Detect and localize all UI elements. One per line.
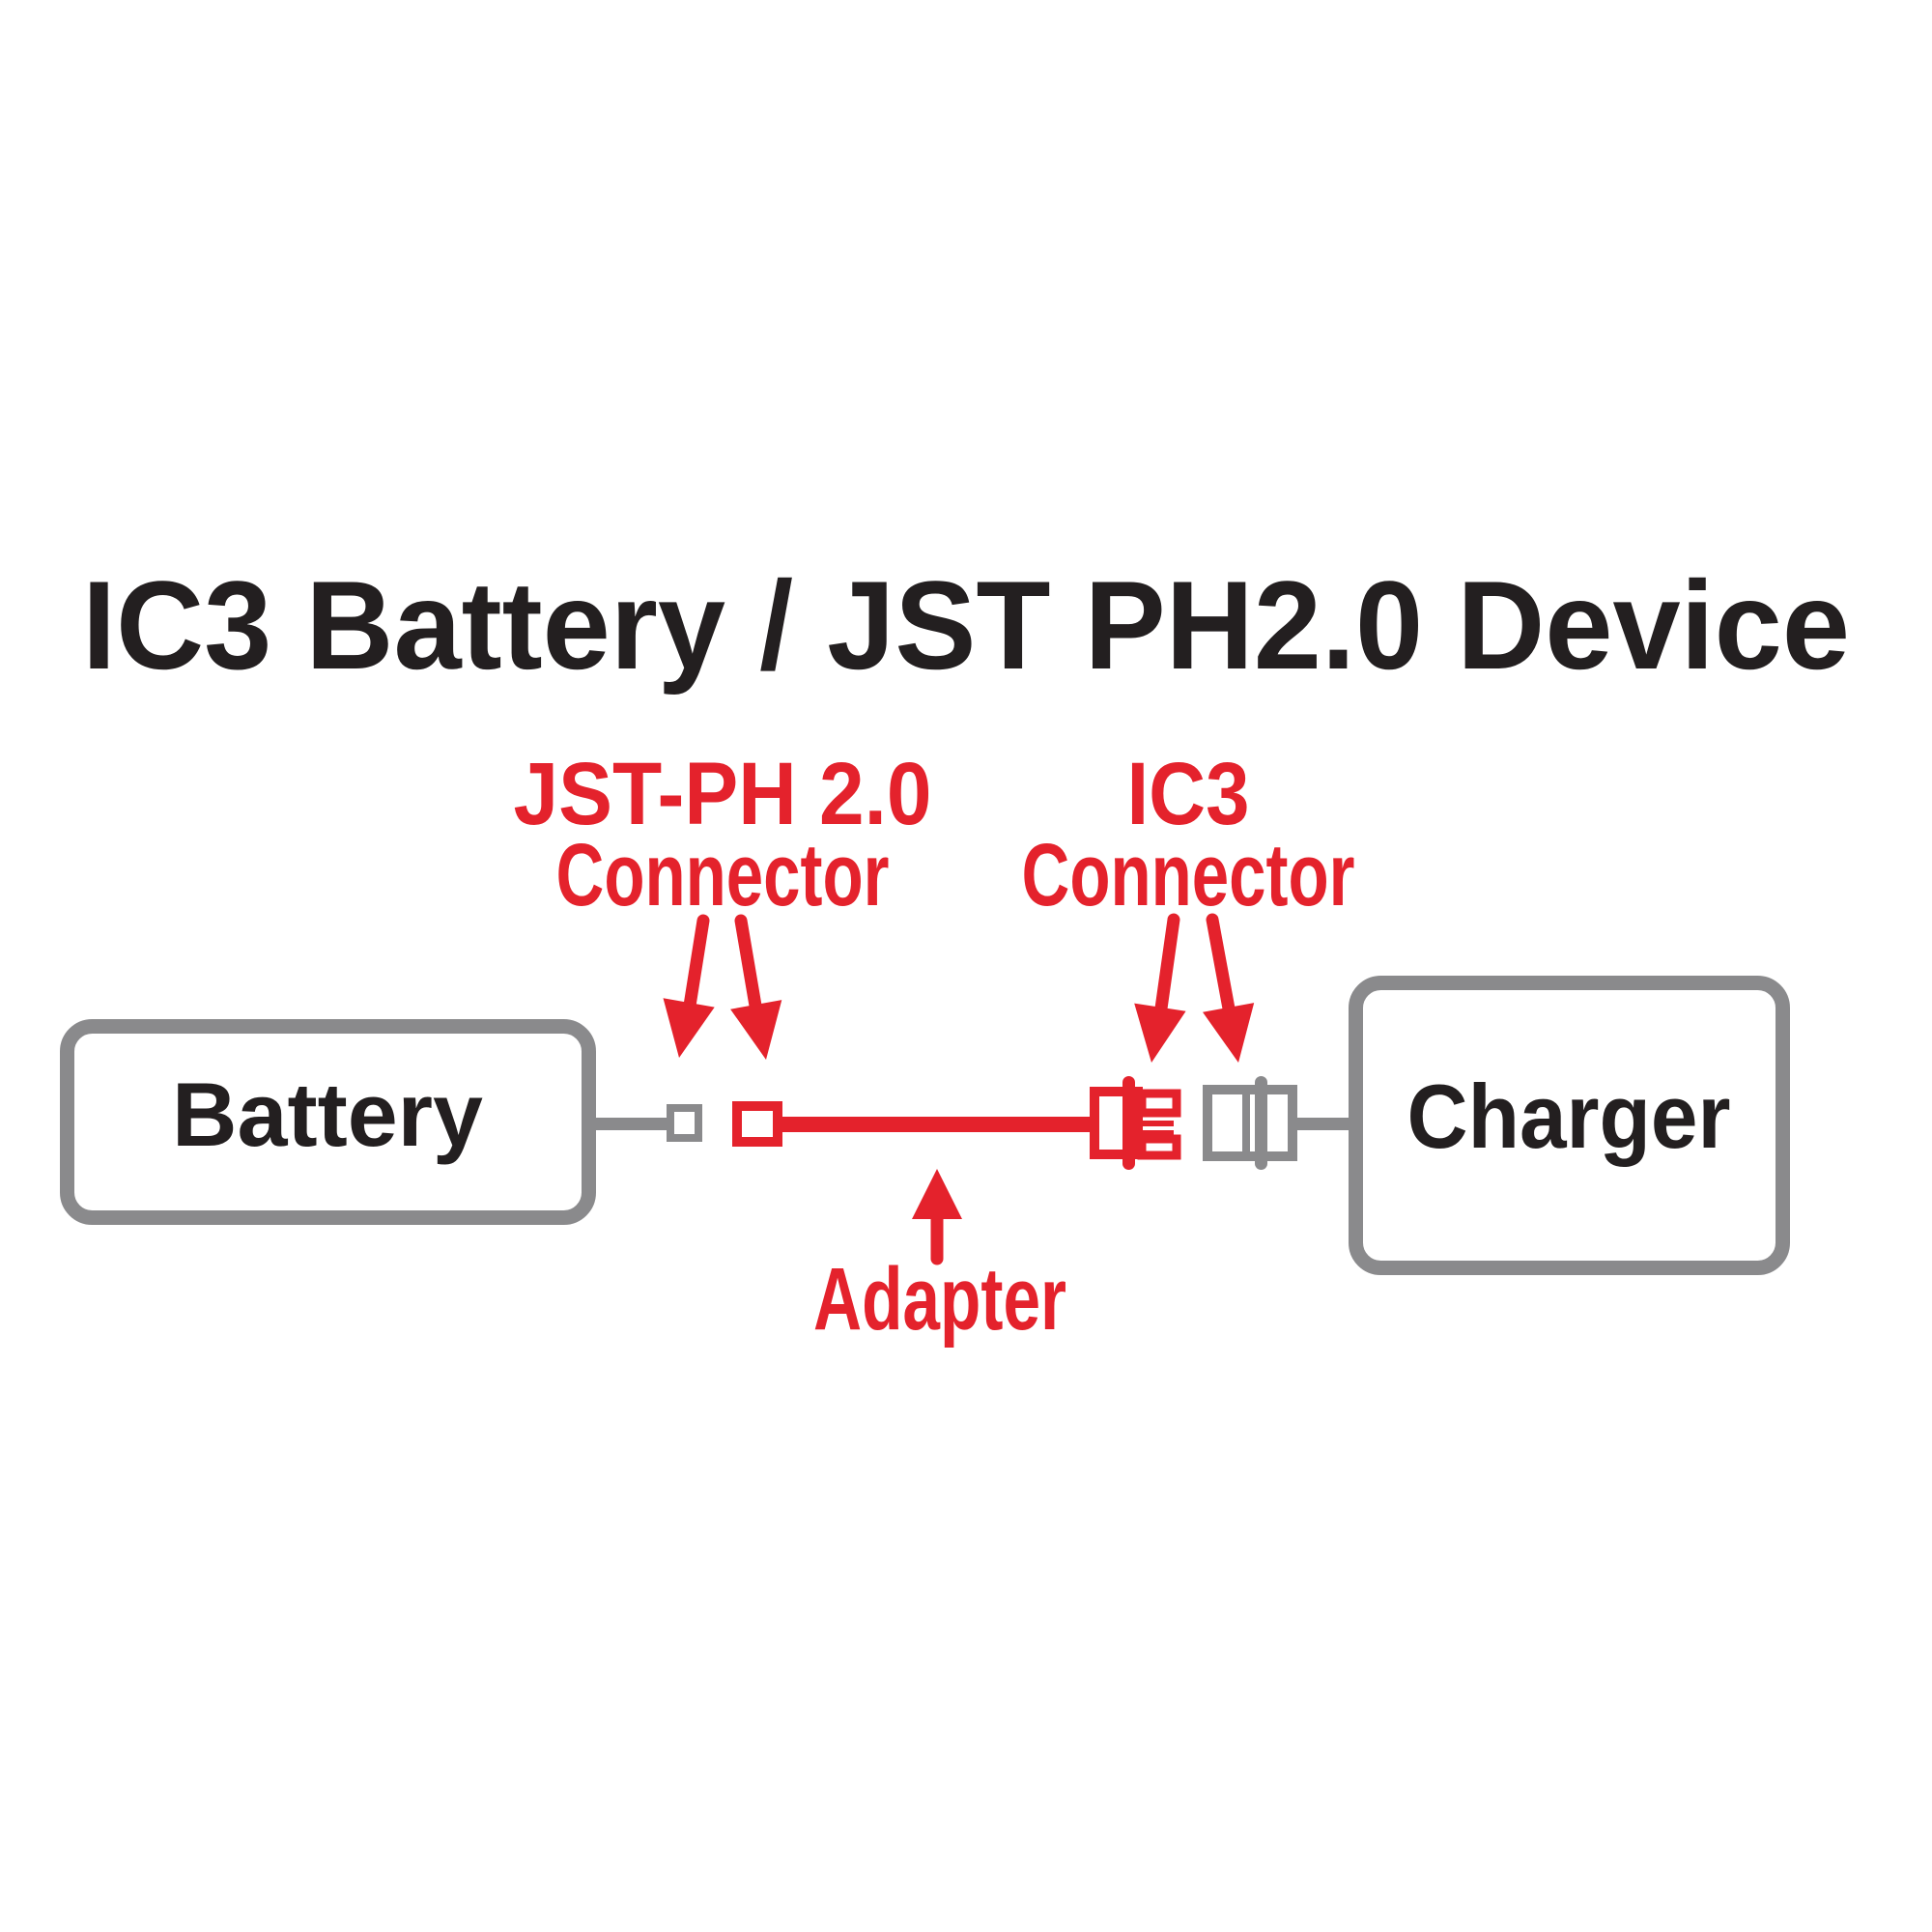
ic3-arrow-left-icon (1134, 913, 1186, 1063)
jst-arrow-left-icon (663, 914, 715, 1058)
ic3-device-connector (1203, 1076, 1297, 1170)
charger-label: Charger (1407, 1065, 1731, 1167)
adapter-cable (773, 1117, 1101, 1132)
ic3-adapter-connector (1090, 1076, 1181, 1170)
adapter-callout-label: Adapter (813, 1250, 1066, 1349)
battery-wire (584, 1118, 671, 1130)
ic3-arrow-right-icon (1203, 913, 1255, 1063)
page-title: IC3 Battery / JST PH2.0 Device (82, 554, 1850, 696)
jst-adapter-connector (732, 1101, 782, 1147)
jst-callout-line2: Connector (556, 826, 890, 924)
jst-device-connector (667, 1104, 702, 1142)
jst-callout-line1: JST-PH 2.0 (514, 745, 932, 843)
jst-arrow-right-icon (730, 914, 782, 1060)
charger-wire (1288, 1118, 1357, 1130)
battery-label: Battery (172, 1064, 483, 1165)
ic3-callout-line2: Connector (1022, 826, 1355, 924)
ic3-callout-line1: IC3 (1127, 745, 1250, 843)
adapter-arrow-icon (912, 1169, 962, 1265)
